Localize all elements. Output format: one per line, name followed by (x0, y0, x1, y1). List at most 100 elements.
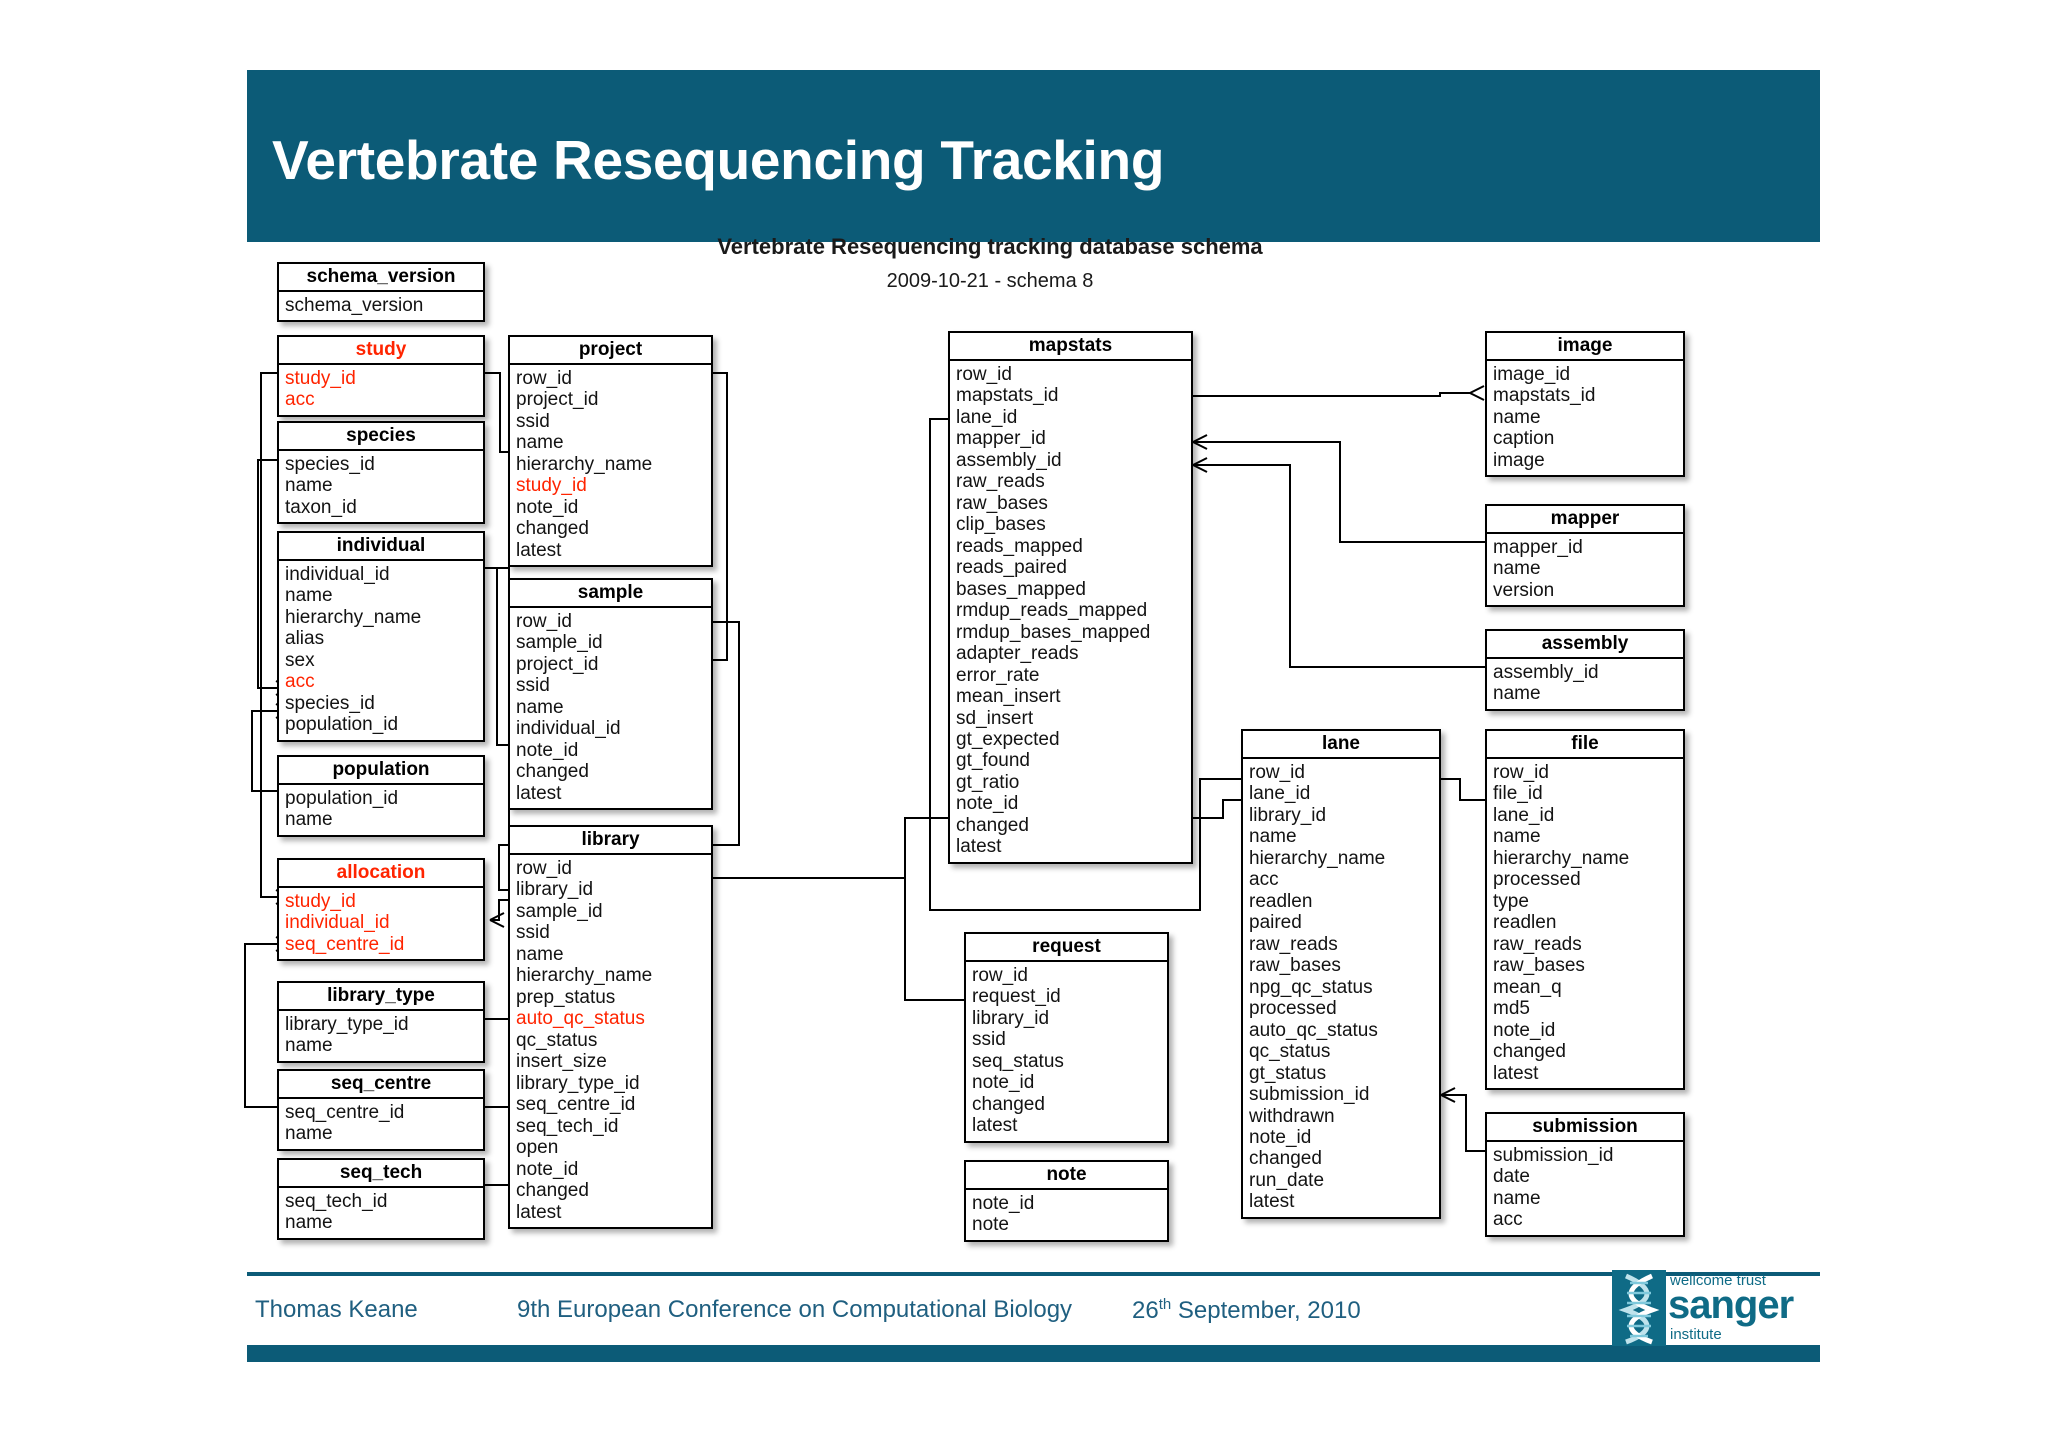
er-field: raw_reads (1493, 933, 1582, 955)
er-table-title-seq_tech: seq_tech (279, 1160, 483, 1188)
er-field: processed (1249, 998, 1337, 1020)
er-field: note_id (956, 793, 1019, 815)
er-field: note_id (516, 496, 579, 518)
er-field: name (285, 475, 333, 497)
er-field: seq_centre_id (285, 933, 405, 955)
er-table-title-mapstats: mapstats (950, 333, 1191, 361)
er-field: row_id (516, 368, 572, 389)
er-field: name (516, 696, 564, 718)
er-field: row_id (516, 611, 572, 632)
er-field: mapstats_id (956, 385, 1059, 407)
header-banner (247, 70, 1820, 242)
er-field: project_id (516, 389, 599, 411)
er-field: rmdup_bases_mapped (956, 621, 1151, 643)
er-table-title-lane: lane (1243, 731, 1439, 759)
er-field: name (285, 1035, 333, 1057)
er-field: alias (285, 628, 325, 650)
er-table-title-file: file (1487, 731, 1683, 759)
er-field: mean_insert (956, 686, 1061, 708)
er-table-title-library: library (510, 827, 711, 855)
er-field: mapstats_id (1493, 385, 1596, 407)
er-field: note_id (1249, 1126, 1312, 1148)
er-field: hierarchy_name (516, 965, 653, 987)
er-table-title-submission: submission (1487, 1114, 1683, 1142)
er-field: qc_status (1249, 1041, 1331, 1063)
er-field: latest (516, 782, 562, 804)
er-field: name (1493, 826, 1541, 848)
logo-line-sanger: sanger (1668, 1283, 1794, 1327)
er-table-title-seq_centre: seq_centre (279, 1071, 483, 1099)
er-table-title-species: species (279, 423, 483, 451)
er-field: seq_centre_id (285, 1102, 405, 1123)
er-field: raw_reads (956, 471, 1045, 493)
er-field: lane_id (956, 406, 1018, 428)
er-table-title-library_type: library_type (279, 983, 483, 1011)
er-field: study_id (516, 475, 587, 497)
er-field: raw_reads (1249, 933, 1338, 955)
er-field: raw_bases (1249, 955, 1341, 977)
er-field: prep_status (516, 986, 616, 1008)
er-table-title-request: request (966, 934, 1167, 962)
er-table-title-schema_version: schema_version (279, 264, 483, 292)
er-field: ssid (516, 922, 550, 944)
er-field: individual_id (516, 718, 621, 740)
er-field: ssid (516, 675, 550, 697)
er-table-title-image: image (1487, 333, 1683, 361)
er-field: seq_status (972, 1050, 1064, 1072)
er-field: study_id (285, 891, 356, 912)
er-field: processed (1493, 869, 1581, 891)
er-field: note_id (516, 1158, 579, 1180)
er-field: library_type_id (285, 1014, 409, 1035)
er-field: study_id (285, 368, 356, 389)
page-title: Vertebrate Resequencing Tracking (272, 129, 1165, 191)
er-field: row_id (1249, 762, 1305, 783)
er-field: image (1493, 449, 1545, 471)
er-table-schema_version[interactable]: schema_version schema_version (277, 262, 485, 323)
logo-line-institute: institute (1670, 1326, 1722, 1343)
schema-diagram-title: Vertebrate Resequencing tracking databas… (717, 234, 1263, 259)
er-field: note (972, 1214, 1009, 1236)
er-field: row_id (516, 858, 572, 879)
footer-author: Thomas Keane (255, 1296, 418, 1323)
er-field: population_id (285, 714, 399, 736)
er-field: auto_qc_status (1249, 1019, 1378, 1041)
er-field: taxon_id (285, 496, 357, 518)
er-field: date (1493, 1166, 1530, 1188)
footer-bottom-rule (247, 1345, 1820, 1362)
footer-date: 26th September, 2010 (1132, 1296, 1361, 1325)
er-field: image_id (1493, 364, 1571, 385)
er-field: qc_status (516, 1029, 598, 1051)
er-field: npg_qc_status (1249, 976, 1373, 998)
er-field: rmdup_reads_mapped (956, 600, 1148, 622)
er-field: withdrawn (1249, 1105, 1335, 1127)
er-field: bases_mapped (956, 578, 1086, 600)
er-field: schema_version (285, 295, 424, 316)
er-field: population_id (285, 788, 399, 809)
er-field: name (285, 809, 333, 831)
